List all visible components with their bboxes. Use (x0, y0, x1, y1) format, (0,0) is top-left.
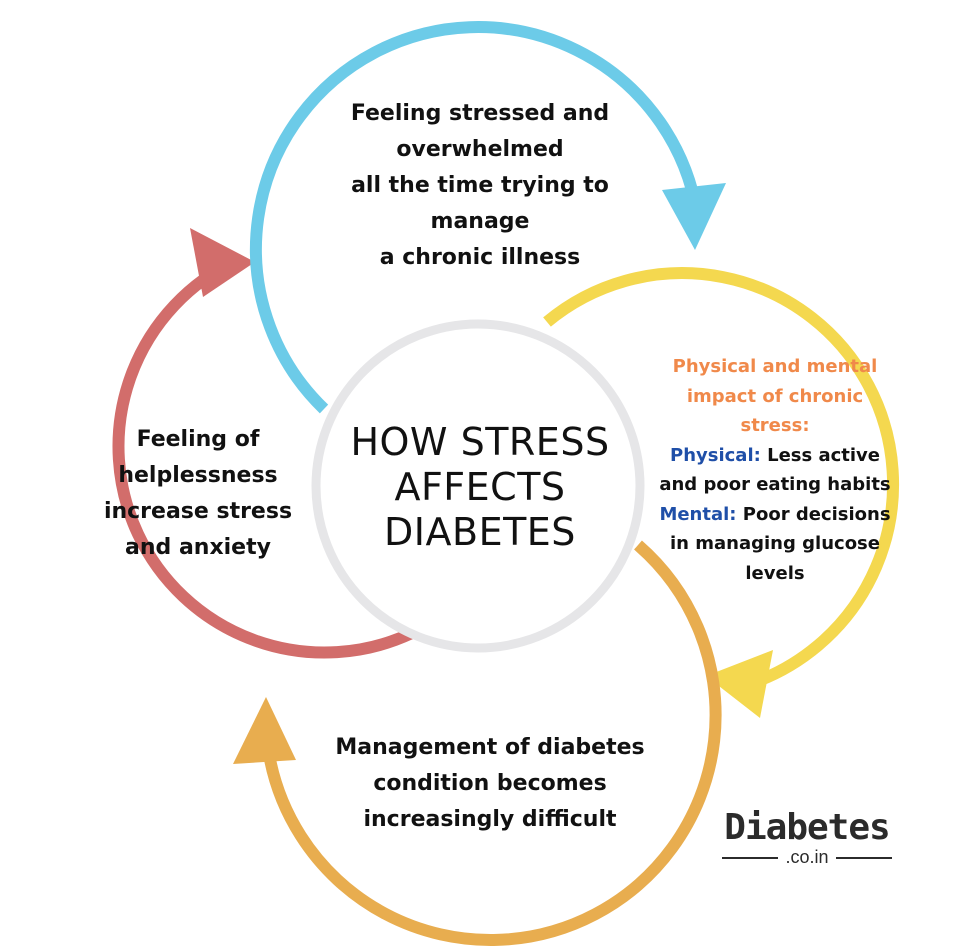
diabetes-co-in-logo: Diabetes .co.in (712, 808, 902, 868)
left-arrowhead (190, 228, 255, 297)
center-title-line: AFFECTS (394, 465, 566, 509)
bottom-arrowhead (233, 697, 296, 764)
physical-label: Physical: (670, 444, 761, 466)
logo-domain-text: .co.in (785, 847, 829, 867)
right-step-text: Physical and mental impact of chronic st… (640, 352, 910, 588)
right-heading-line: stress: (740, 415, 810, 436)
bottom-arc (261, 540, 722, 946)
top-line: overwhelmed (396, 137, 564, 162)
top-step-text: Feeling stressed and overwhelmed all the… (330, 96, 630, 276)
mental-line-2: in managing glucose (670, 533, 880, 554)
left-step-text: Feeling of helplessness increase stress … (78, 422, 318, 566)
logo-rule-right (836, 857, 892, 859)
center-title-line: DIABETES (384, 510, 576, 554)
bottom-line: Management of diabetes (335, 735, 645, 760)
left-line: and anxiety (125, 535, 271, 560)
mental-line: Mental: Poor decisions (640, 500, 910, 530)
right-arrowhead (706, 650, 773, 718)
right-heading-line: impact of chronic (686, 385, 864, 407)
left-line: helplessness (118, 463, 278, 488)
bottom-line: condition becomes (373, 771, 607, 796)
left-line: increase stress (103, 499, 293, 524)
center-title: HOW STRESS AFFECTS DIABETES (330, 420, 630, 555)
mental-line-3: levels (745, 562, 805, 584)
logo-domain: .co.in (712, 846, 902, 868)
bottom-line: increasingly difficult (363, 807, 617, 832)
logo-wordmark: Diabetes (724, 807, 890, 848)
mental-label: Mental: (659, 503, 737, 525)
center-circle (311, 319, 645, 653)
top-arc (250, 21, 703, 414)
logo-rule-left (722, 857, 778, 859)
physical-line-2: and poor eating habits (659, 474, 891, 495)
top-line: a chronic illness (379, 245, 581, 270)
center-title-line: HOW STRESS (350, 420, 610, 464)
left-arc (112, 254, 415, 659)
bottom-step-text: Management of diabetes condition becomes… (330, 730, 650, 838)
physical-text: Less active (767, 444, 880, 466)
top-line: manage (430, 209, 530, 234)
mental-text: Poor decisions (742, 503, 891, 525)
left-line: Feeling of (136, 427, 260, 452)
right-arc (543, 267, 900, 693)
top-line: Feeling stressed and (350, 101, 610, 126)
right-heading-line: Physical and mental (672, 356, 878, 377)
top-line: all the time trying to (351, 173, 609, 198)
physical-line: Physical: Less active (640, 441, 910, 471)
top-arrowhead (662, 183, 726, 250)
